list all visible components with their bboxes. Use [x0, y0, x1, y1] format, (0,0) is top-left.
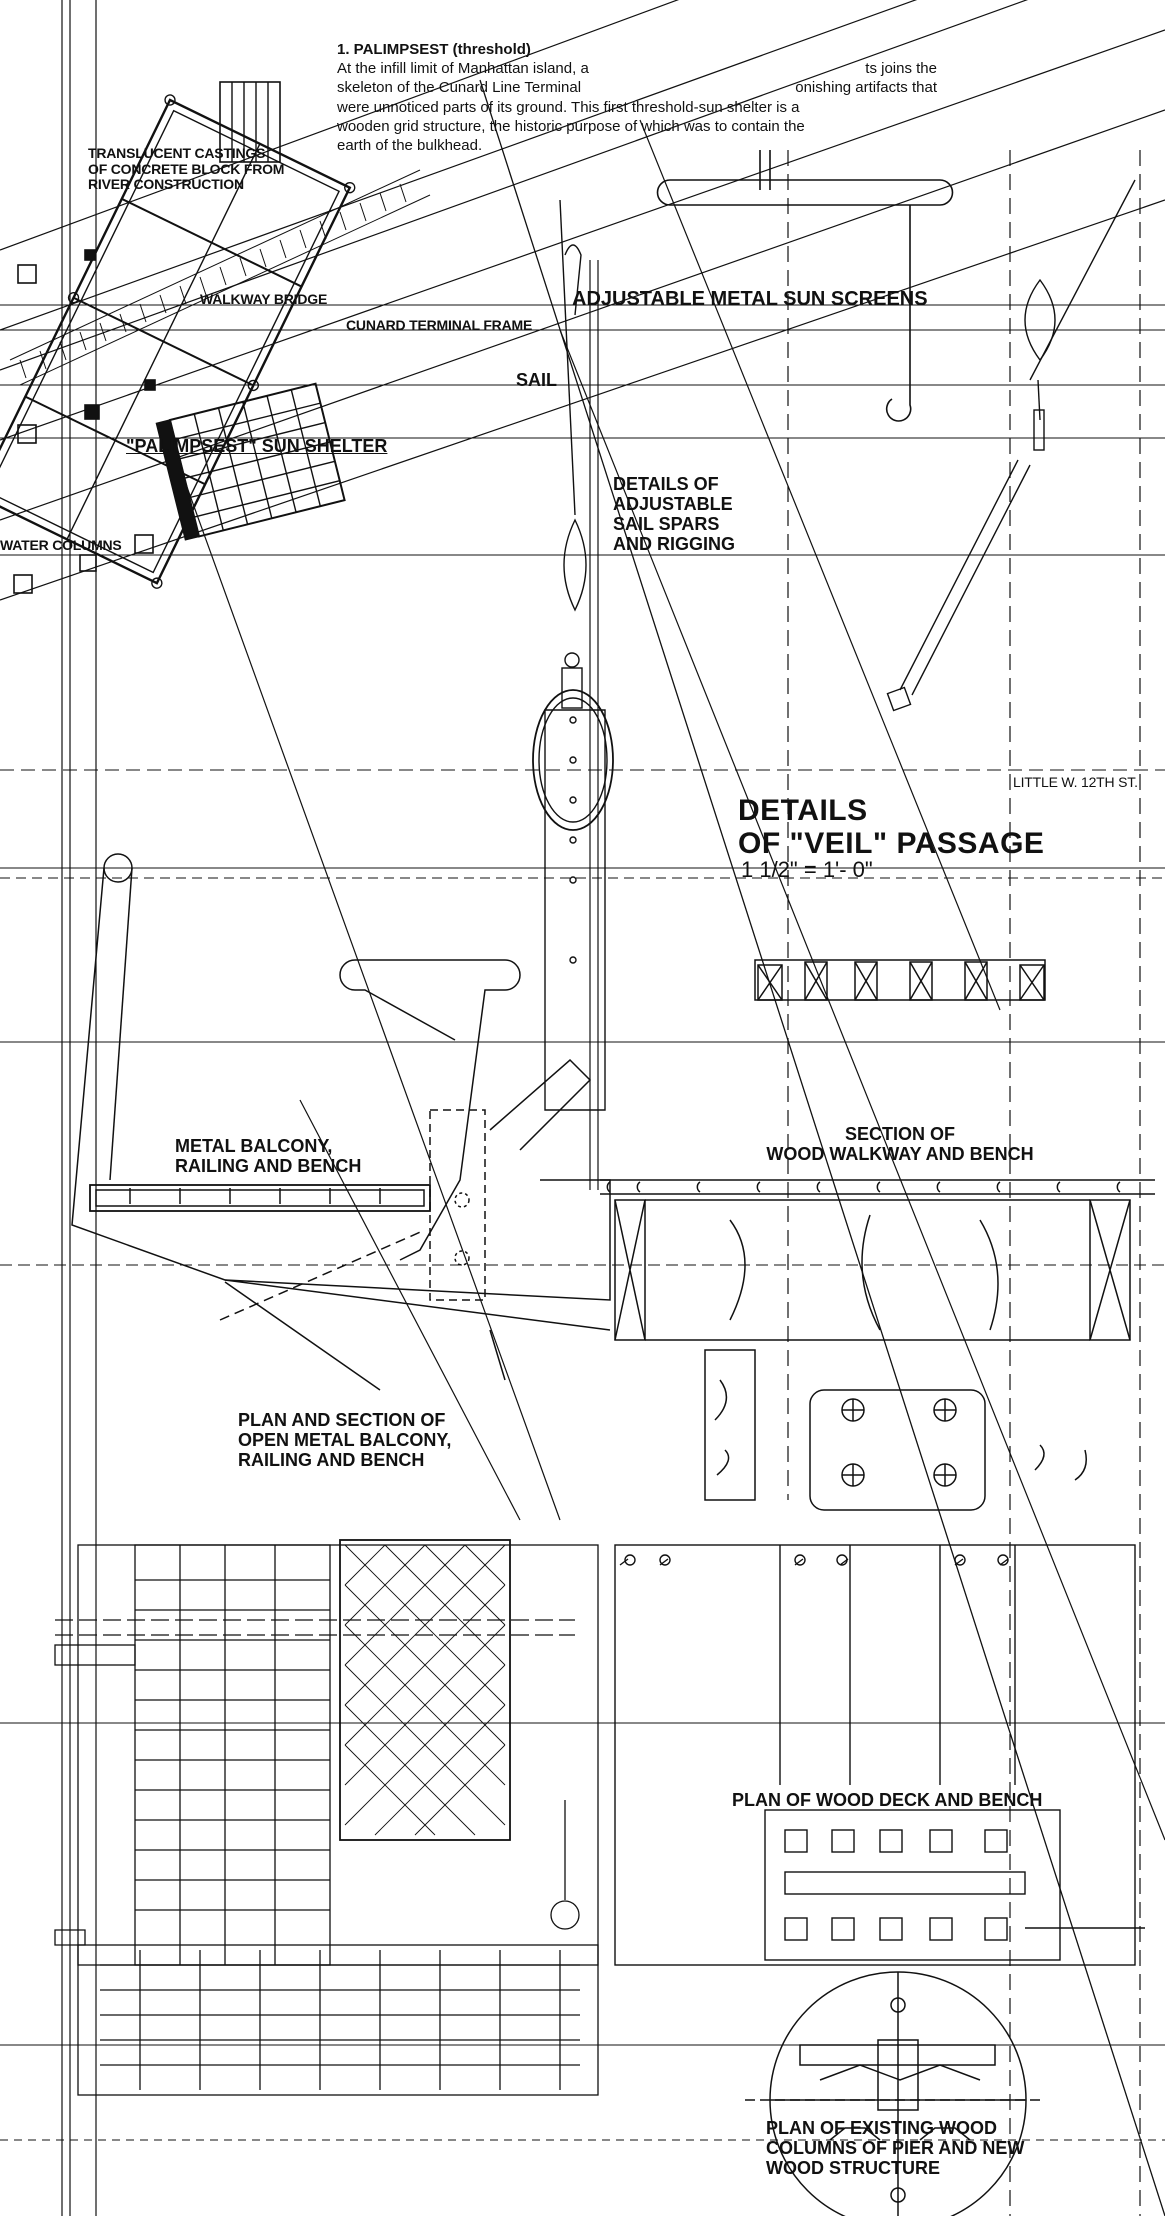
drawing-title: DETAILS OF "VEIL" PASSAGE	[738, 794, 1045, 860]
sail-hook	[564, 244, 582, 316]
wood-walkway-section	[600, 959, 1155, 1501]
label-section-wood-walkway: SECTION OF WOOD WALKWAY AND BENCH	[766, 1124, 1034, 1165]
drawing-scale: 1 1/2" = 1'- 0"	[741, 857, 873, 882]
wood-deck-plan	[614, 1544, 1145, 1966]
walkway-bridge	[9, 169, 431, 386]
balcony-grating-plan	[54, 1539, 599, 2096]
label-palimpsest-sun-shelter: "PALIMPSEST" SUN SHELTER	[126, 436, 388, 456]
palimpsest-note-line-3: were unnoticed parts of its ground. This…	[337, 98, 800, 116]
wood-column-plan	[745, 1971, 1045, 2216]
label-sail-spar-details: DETAILS OF ADJUSTABLE SAIL SPARS AND RIG…	[613, 474, 736, 555]
label-adjustable-sun-screens: ADJUSTABLE METAL SUN SCREENS	[572, 288, 928, 310]
metal-balcony-section	[71, 853, 611, 1391]
palimpsest-shelter-plan	[0, 94, 356, 589]
center-mast-detail	[532, 199, 614, 1111]
concrete-block-castings	[219, 81, 281, 163]
bolt-plate	[809, 1389, 1087, 1511]
palimpsest-note-line-1: At the infill limit of Manhattan island,…	[337, 60, 937, 78]
palimpsest-note-line-5: earth of the bulkhead.	[337, 136, 483, 154]
label-sail: SAIL	[516, 370, 558, 390]
label-cunard-terminal-frame: CUNARD TERMINAL FRAME	[346, 317, 533, 333]
label-plan-section-balcony: PLAN AND SECTION OF OPEN METAL BALCONY, …	[238, 1410, 452, 1471]
datum-lines	[0, 304, 1165, 2141]
sail-spar-detail	[886, 179, 1136, 712]
vertical-gridlines	[61, 0, 1141, 2216]
label-plan-wood-columns: PLAN OF EXISTING WOOD COLUMNS OF PIER AN…	[766, 2118, 1025, 2179]
label-street: LITTLE W. 12TH ST.	[1013, 774, 1138, 790]
palimpsest-note: 1. PALIMPSEST (threshold) At the infill …	[337, 40, 937, 155]
label-walkway-bridge: WALKWAY BRIDGE	[200, 291, 328, 307]
sun-shelter-grid	[155, 382, 346, 541]
label-translucent-castings: TRANSLUCENT CASTINGS OF CONCRETE BLOCK F…	[88, 145, 285, 193]
water-column-markers	[13, 249, 156, 594]
palimpsest-note-line-4: wooden grid structure, the historic purp…	[337, 117, 805, 135]
palimpsest-note-heading: 1. PALIMPSEST (threshold)	[337, 41, 531, 58]
sun-screen-hooks	[656, 150, 954, 422]
label-water-columns: WATER COLUMNS	[0, 537, 122, 553]
label-plan-wood-deck: PLAN OF WOOD DECK AND BENCH	[732, 1790, 1043, 1810]
label-metal-balcony: METAL BALCONY, RAILING AND BENCH	[175, 1136, 362, 1177]
